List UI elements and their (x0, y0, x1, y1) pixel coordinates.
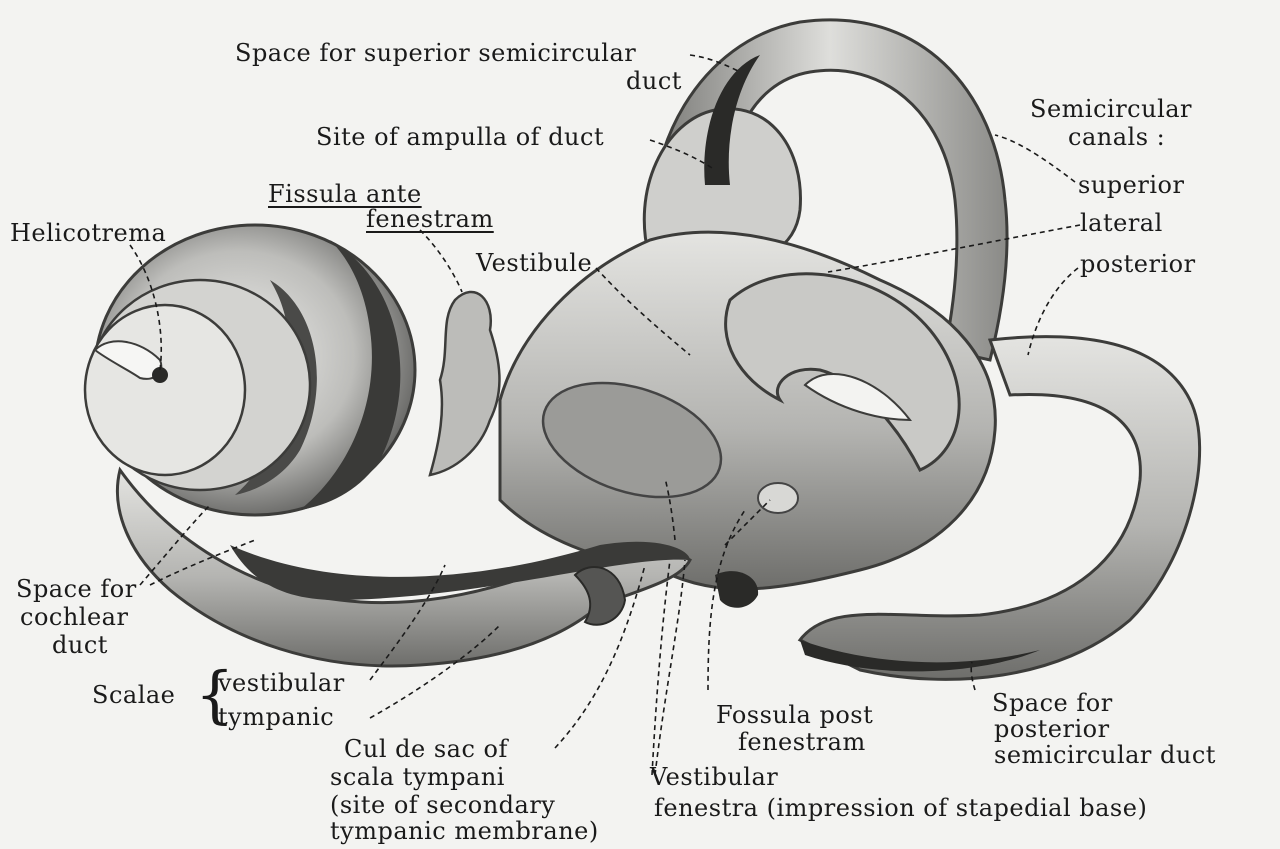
leader-vestibule (595, 267, 691, 356)
label-posterior: posterior (1080, 250, 1196, 278)
label-ampulla: Site of ampulla of duct (316, 123, 605, 151)
leader-ampulla (649, 139, 713, 169)
leader-vestfen-a (651, 559, 671, 776)
cochlea-inner-coil (83, 303, 247, 477)
leader-fissula (419, 229, 463, 293)
label-vestfen-1: Vestibular (650, 763, 779, 791)
label-superior-space-1: Space for superior semicircular (235, 39, 637, 67)
leader-fossula-b (724, 499, 771, 546)
label-scala-tympanic: tympanic (218, 703, 335, 731)
label-lateral: lateral (1080, 209, 1163, 237)
ampulla-slit (704, 55, 760, 185)
label-cochlear-3: duct (52, 631, 108, 659)
fenestra-recess (715, 571, 759, 608)
leader-lines (129, 54, 1081, 776)
label-superior: superior (1078, 171, 1185, 199)
label-scalae: Scalae (92, 681, 176, 709)
label-postspace-2: posterior (994, 715, 1110, 743)
cul-de-sac (573, 566, 627, 626)
label-fossula-2: fenestram (738, 728, 866, 756)
label-culdesac-2: scala tympani (330, 763, 505, 791)
label-semicircular-2: canals : (1068, 123, 1166, 151)
scalae-brace: { (195, 658, 235, 731)
lateral-canal-hole (803, 373, 913, 422)
label-culdesac-3: (site of secondary (330, 791, 556, 819)
lateral-canal (724, 272, 961, 472)
label-cochlear-2: cochlear (20, 603, 129, 631)
scala-basal-turn (115, 466, 692, 668)
leader-cochlear-b (149, 539, 256, 586)
label-culdesac-1: Cul de sac of (344, 735, 508, 763)
leader-posterior (1027, 267, 1079, 356)
leader-vestibular (369, 564, 446, 681)
leader-fossula (707, 509, 746, 691)
vestibular-fenestra (541, 381, 723, 499)
label-scala-vestibular: vestibular (218, 669, 345, 697)
label-vestibule: Vestibule (476, 249, 593, 277)
leader-tympanic (369, 624, 501, 719)
posterior-canal (797, 335, 1202, 681)
leader-lateral (827, 224, 1081, 273)
label-postspace-1: Space for (992, 689, 1113, 717)
leader-superior-space (689, 54, 741, 73)
label-helicotrema: Helicotrema (10, 219, 167, 247)
label-postspace-3: semicircular duct (994, 741, 1216, 769)
cochlea-groove-1 (300, 240, 401, 510)
label-cochlear-1: Space for (16, 575, 137, 603)
fossula-post-fenestram (757, 482, 799, 514)
leader-superior (994, 134, 1076, 183)
leader-helicotrema (129, 244, 163, 371)
fissula-process (428, 290, 501, 477)
label-fissula-2: fenestram (366, 205, 494, 233)
label-fossula-1: Fossula post (716, 701, 874, 729)
leader-vestfen-b (664, 477, 676, 541)
label-fissula-1: Fissula ante (268, 180, 422, 208)
leader-vestfen-c (654, 559, 686, 776)
scala-groove (230, 541, 690, 600)
label-culdesac-4: tympanic membrane) (330, 817, 599, 845)
label-vestfen-2: fenestra (impression of stapedial base) (654, 794, 1148, 822)
posterior-duct-space (800, 640, 1040, 672)
helicotrema-opening (152, 367, 168, 383)
leader-culdesac (554, 564, 646, 749)
leader-postspace (970, 661, 976, 691)
label-semicircular-1: Semicircular (1030, 95, 1193, 123)
label-superior-space-2: duct (626, 67, 682, 95)
